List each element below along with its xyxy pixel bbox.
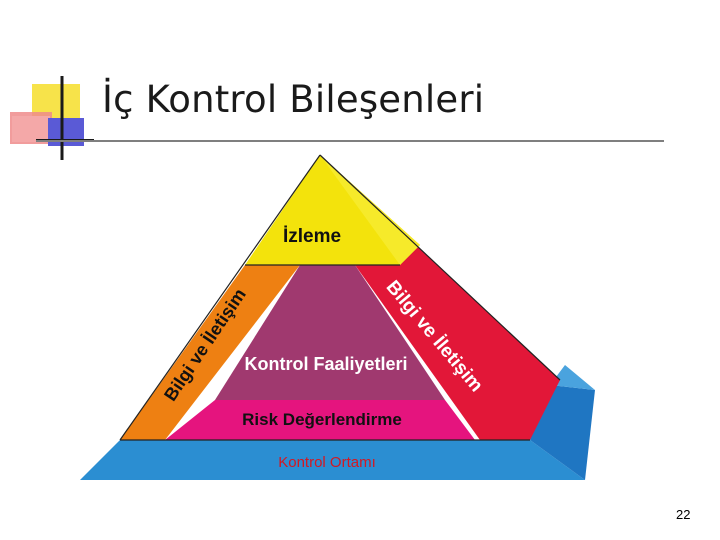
middle-layer-kontrol-faaliyetleri bbox=[215, 265, 445, 400]
label-kontrol-ortami: Kontrol Ortamı bbox=[278, 454, 376, 471]
label-izleme: İzleme bbox=[283, 226, 341, 247]
slide-title: İç Kontrol Bileşenleri bbox=[102, 78, 485, 121]
base-layer-kontrol-ortami bbox=[80, 440, 585, 480]
label-kontrol-faaliyetleri: Kontrol Faaliyetleri bbox=[244, 354, 407, 374]
lower-layer-risk bbox=[165, 400, 475, 440]
title-divider bbox=[36, 140, 664, 142]
page-number: 22 bbox=[676, 507, 691, 522]
top-layer-izleme bbox=[245, 155, 420, 265]
label-risk-degerlendirme: Risk Değerlendirme bbox=[242, 410, 402, 429]
left-face-bilgi-iletisim bbox=[120, 265, 300, 440]
base-right-face bbox=[530, 385, 595, 480]
